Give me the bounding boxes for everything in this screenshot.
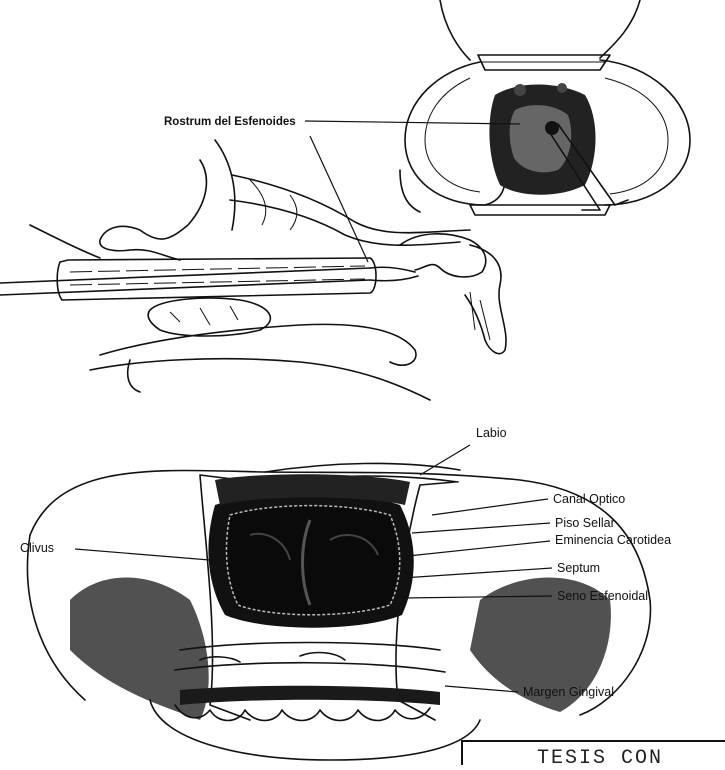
leader-piso-sellar <box>412 523 550 533</box>
label-seno-esfenoidal: Seno Esfenoidal <box>557 589 648 603</box>
stamp-text: TESIS CON <box>537 747 663 770</box>
label-rostrum: Rostrum del Esfenoides <box>164 115 296 129</box>
sagittal-section-view <box>0 140 506 400</box>
label-eminencia-carotidea: Eminencia Carotidea <box>555 533 671 547</box>
label-septum: Septum <box>557 561 600 575</box>
thesis-stamp: TESIS CON <box>461 740 725 765</box>
label-clivus: Clivus <box>20 541 54 555</box>
leader-rostrum-down <box>310 136 368 262</box>
leader-eminencia <box>408 541 550 556</box>
sublabial-view <box>27 463 650 760</box>
leader-canal-optico <box>432 499 548 515</box>
inset-speculum-view <box>400 0 690 215</box>
leader-rostrum <box>305 121 520 124</box>
label-piso-sellar: Piso Sellar <box>555 516 615 530</box>
leader-labio <box>420 445 470 475</box>
label-labio: Labio <box>476 426 507 440</box>
leader-septum <box>402 568 552 578</box>
label-canal-optico: Canal Optico <box>553 492 625 506</box>
label-margen-gingival: Margen Gingival <box>523 685 614 699</box>
